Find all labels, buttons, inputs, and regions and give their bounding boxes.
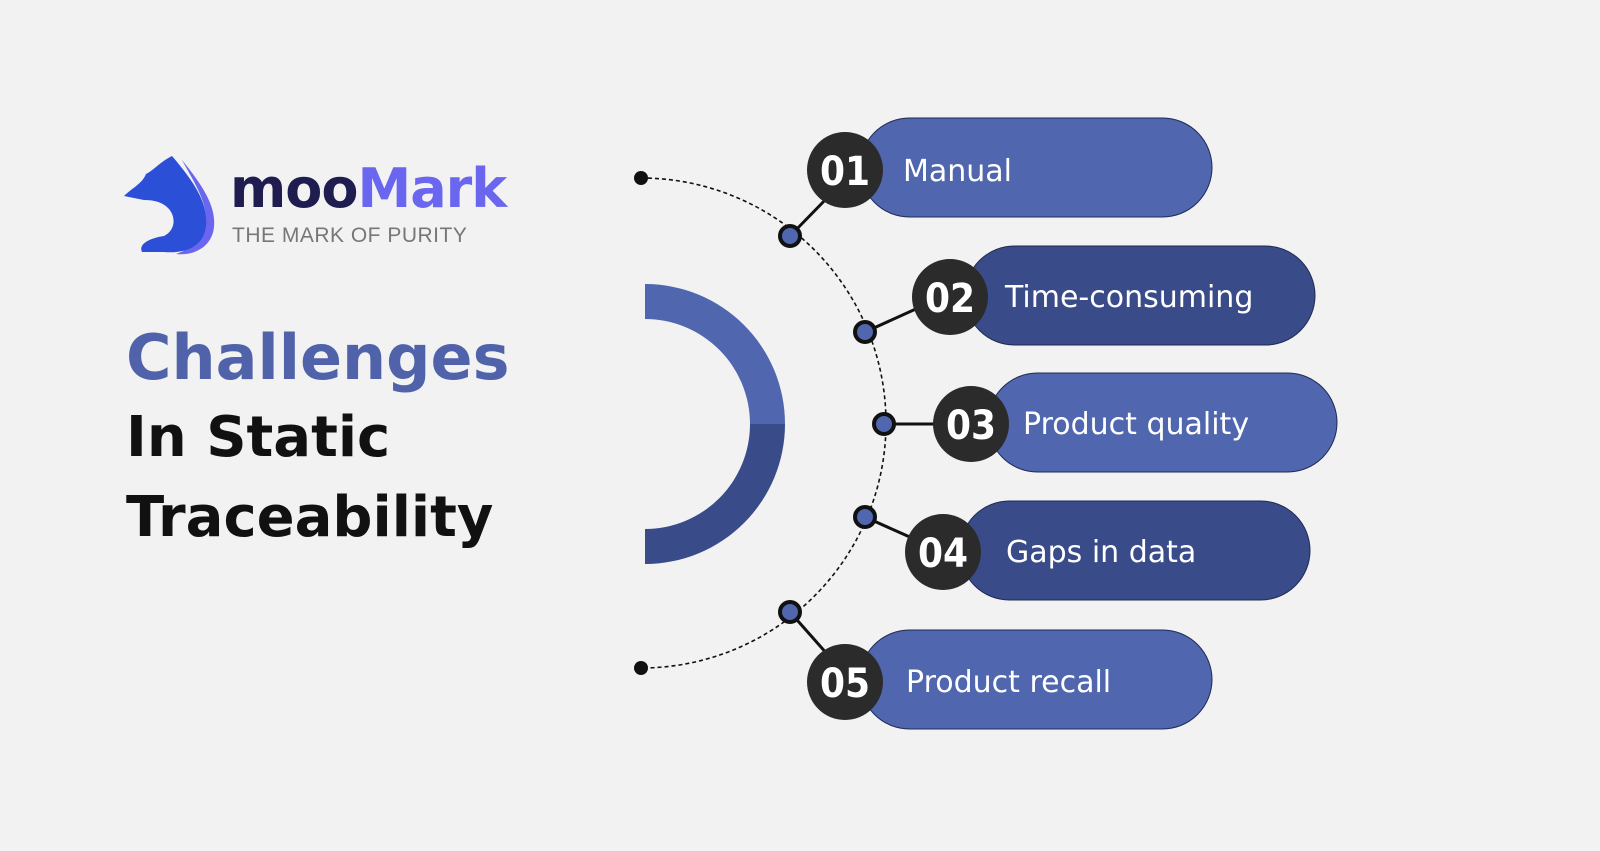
challenge-item-05: 05 Product recall xyxy=(778,600,1213,730)
half-ring-bottom xyxy=(645,424,785,564)
arc-end-dot-top xyxy=(634,171,648,185)
item-number: 01 xyxy=(820,149,870,195)
challenge-item-02: 02 Time-consuming xyxy=(853,245,1316,346)
dashed-arc xyxy=(640,177,887,669)
title-line-3: Traceability xyxy=(126,485,494,550)
logo-tagline: THE MARK OF PURITY xyxy=(232,224,468,247)
item-label: Manual xyxy=(903,154,1012,189)
node-dot xyxy=(778,600,802,624)
title-line-1: Challenges xyxy=(126,321,510,394)
item-label: Product quality xyxy=(1023,407,1249,442)
moomark-logo: mooMark THE MARK OF PURITY xyxy=(124,152,524,262)
node-dot xyxy=(872,412,896,436)
page-title: Challenges In Static Traceability xyxy=(126,318,510,558)
half-ring-top xyxy=(645,284,785,424)
item-number: 02 xyxy=(925,276,975,322)
challenge-item-04: 04 Gaps in data xyxy=(853,500,1311,601)
item-number: 04 xyxy=(918,531,968,577)
challenge-item-01: 01 Manual xyxy=(778,117,1213,248)
item-label: Product recall xyxy=(906,665,1111,700)
item-number: 05 xyxy=(820,661,870,707)
number-circle xyxy=(807,132,883,208)
number-circle xyxy=(912,259,988,335)
challenge-item-03: 03 Product quality xyxy=(872,372,1338,473)
brand-moo: moo xyxy=(230,157,358,220)
brand-name: mooMark xyxy=(230,154,507,224)
node-dot xyxy=(853,505,877,529)
number-circle xyxy=(933,386,1009,462)
node-dot xyxy=(778,224,802,248)
node-dot xyxy=(853,320,877,344)
title-line-2: In Static xyxy=(126,405,391,470)
number-circle xyxy=(807,644,883,720)
cow-drop-icon xyxy=(124,156,215,255)
arc-end-dot-bottom xyxy=(634,661,648,675)
item-number: 03 xyxy=(946,403,996,449)
number-circle xyxy=(905,514,981,590)
item-label: Gaps in data xyxy=(1006,535,1196,570)
brand-mark: Mark xyxy=(357,157,507,220)
item-label: Time-consuming xyxy=(1004,280,1253,315)
